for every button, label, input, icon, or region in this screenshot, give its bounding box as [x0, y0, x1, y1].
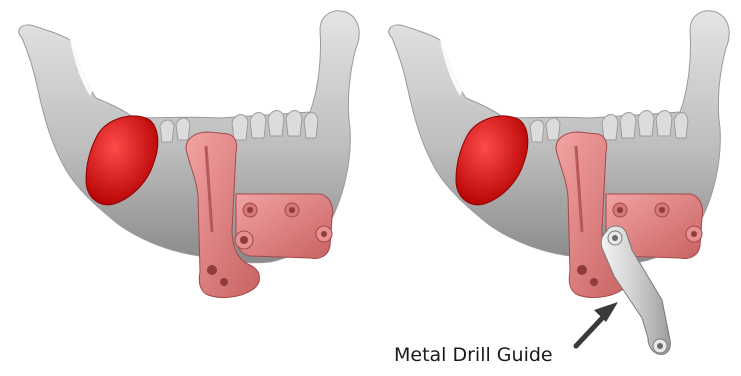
drill-guide-label: Metal Drill Guide — [394, 344, 553, 366]
mandible-image-left — [0, 0, 370, 376]
mandible-image-right — [370, 0, 740, 376]
annotation-arrow — [576, 302, 618, 346]
